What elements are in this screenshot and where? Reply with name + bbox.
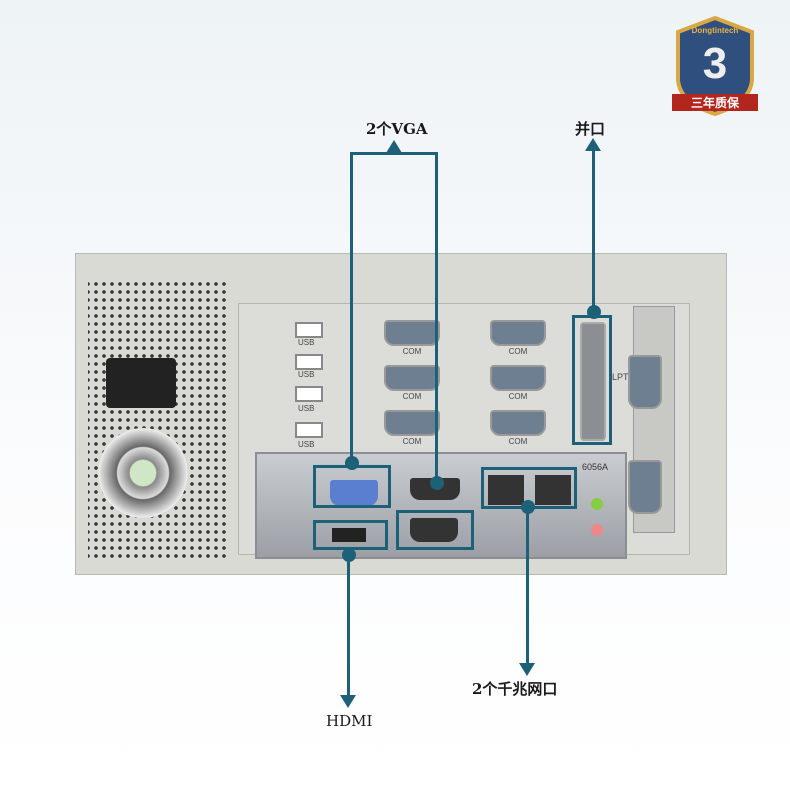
lan-port: [535, 475, 571, 505]
com-port: [384, 365, 440, 391]
badge-brand: Dongtintech: [692, 26, 739, 35]
usb-port: [295, 386, 323, 402]
com-label: COM: [508, 437, 528, 446]
com-port: [490, 410, 546, 436]
usb-label: USB: [298, 440, 315, 449]
usb-port: [295, 322, 323, 338]
arrow-down-icon: [519, 663, 535, 676]
com-label: COM: [508, 392, 528, 401]
hdmi-callout-label: HDMI: [326, 712, 373, 730]
warranty-badge: Dongtintech 3 三年质保: [668, 14, 762, 118]
shield-icon: Dongtintech 3 三年质保: [672, 15, 758, 117]
audio-jack: [591, 498, 603, 510]
arrow-down-icon: [340, 695, 356, 708]
callout-line: [526, 505, 529, 665]
usb-port: [295, 422, 323, 438]
com-label: COM: [402, 347, 422, 356]
parallel-callout-label: 并口: [575, 120, 606, 138]
com-port: [490, 320, 546, 346]
arrow-up-icon: [585, 138, 601, 151]
callout-line: [350, 152, 438, 155]
callout-dot: [342, 548, 356, 562]
lpt-label: LPT: [612, 372, 629, 382]
lan-callout-label: 2个千兆网口: [472, 680, 558, 698]
usb-port: [295, 354, 323, 370]
io-model: 6056A: [582, 462, 609, 472]
vga-port: [410, 518, 458, 542]
com-label: COM: [402, 392, 422, 401]
callout-dot: [587, 305, 601, 319]
com-port: [490, 365, 546, 391]
com-port: [384, 320, 440, 346]
com-port: [384, 410, 440, 436]
usb-label: USB: [298, 370, 315, 379]
lan-port: [488, 475, 524, 505]
fan-icon: [98, 428, 188, 518]
callout-dot: [345, 456, 359, 470]
com-port-slot: [628, 460, 662, 514]
power-socket: [106, 358, 176, 408]
callout-line: [350, 152, 353, 462]
com-label: COM: [402, 437, 422, 446]
audio-jack: [591, 524, 603, 536]
usb-label: USB: [298, 338, 315, 347]
arrow-up-icon: [386, 140, 402, 153]
com-label: COM: [508, 347, 528, 356]
com-port-slot: [628, 355, 662, 409]
vga2-highlight: [396, 510, 474, 550]
vga-port: [330, 480, 378, 506]
callout-line: [435, 152, 438, 482]
badge-number: 3: [703, 39, 727, 88]
lpt-port: [580, 322, 606, 441]
callout-dot: [430, 476, 444, 490]
badge-ribbon: 三年质保: [691, 95, 740, 110]
usb-label: USB: [298, 404, 315, 413]
callout-line: [347, 555, 350, 695]
vga-callout-label: 2个VGA: [366, 120, 428, 138]
callout-line: [592, 150, 595, 310]
hdmi-port: [332, 528, 366, 542]
callout-dot: [521, 500, 535, 514]
